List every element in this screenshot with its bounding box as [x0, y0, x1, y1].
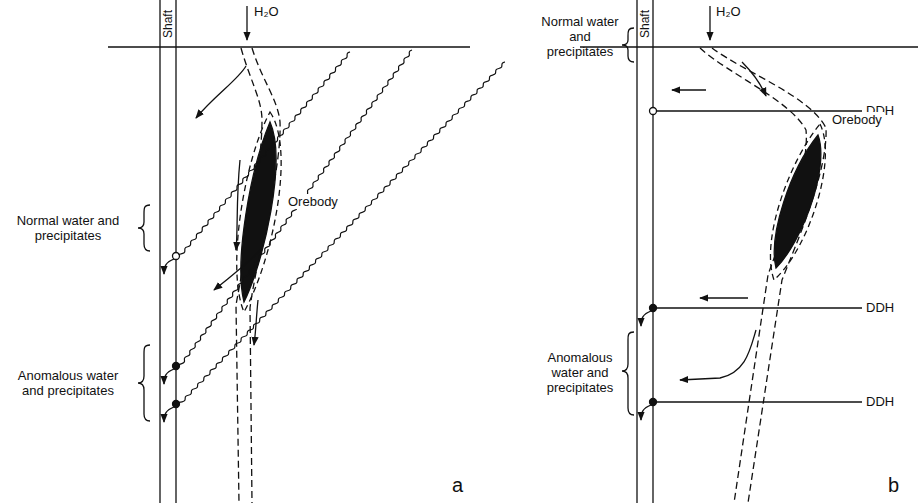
fracture-line [178, 50, 412, 365]
shaft-wall [159, 0, 160, 503]
water-arrow [246, 6, 247, 40]
shaft-label: Shaft [162, 10, 175, 38]
flow-arrow [254, 300, 258, 345]
sample-point-anomalous [173, 401, 180, 408]
drill-hole-label: DDH [866, 300, 894, 315]
zone-label: Anomalous water and precipitates [540, 350, 620, 395]
ground-line [108, 46, 470, 47]
fracture-line [178, 52, 350, 255]
flow-arrow [236, 160, 240, 250]
alteration-halo [770, 124, 825, 280]
drill-hole [653, 307, 862, 308]
shaft-wall [652, 0, 653, 503]
seep-arrow [164, 369, 174, 384]
seep-arrow [164, 407, 174, 422]
sample-point-normal [173, 253, 180, 260]
shaft-wall [175, 0, 176, 503]
ground-line [580, 46, 918, 47]
shaft-label: Shaft [639, 10, 652, 38]
flow-arrow [196, 66, 246, 118]
panel-letter: a [452, 474, 463, 496]
water-label: H₂O [716, 4, 741, 19]
flow-arrow [214, 248, 262, 290]
fracture-line [178, 62, 505, 403]
flow-arrow [672, 89, 706, 90]
vein-wall [700, 48, 806, 503]
seep-arrow [641, 311, 651, 326]
drill-hole-label: DDH [866, 394, 894, 409]
orebody-label: Orebody [830, 112, 884, 127]
sample-point-anomalous [173, 363, 180, 370]
orebody-label: Orebody [286, 194, 340, 209]
sample-point-anomalous [650, 399, 657, 406]
bracket [138, 345, 150, 421]
sample-point-anomalous [650, 305, 657, 312]
flow-arrow [700, 297, 748, 298]
shaft-wall [636, 0, 637, 503]
sample-point-normal [650, 108, 657, 115]
bracket [622, 28, 634, 62]
zone-label: Normal water and precipitates [540, 14, 620, 59]
bracket [622, 332, 634, 415]
drill-hole [653, 401, 862, 402]
zone-label: Normal water and precipitates [8, 213, 128, 243]
seep-arrow [164, 259, 174, 274]
zone-label: Anomalous water and precipitates [8, 368, 128, 398]
flow-arrow [742, 62, 766, 96]
seep-arrow [641, 405, 651, 420]
water-label: H₂O [254, 4, 279, 19]
bracket [138, 205, 150, 251]
fracture-group [178, 50, 505, 403]
water-arrow [709, 6, 710, 40]
orebody-lens [774, 135, 821, 268]
flow-arrow [680, 330, 756, 380]
vein-wall [712, 48, 826, 503]
panel-letter: b [888, 474, 899, 496]
